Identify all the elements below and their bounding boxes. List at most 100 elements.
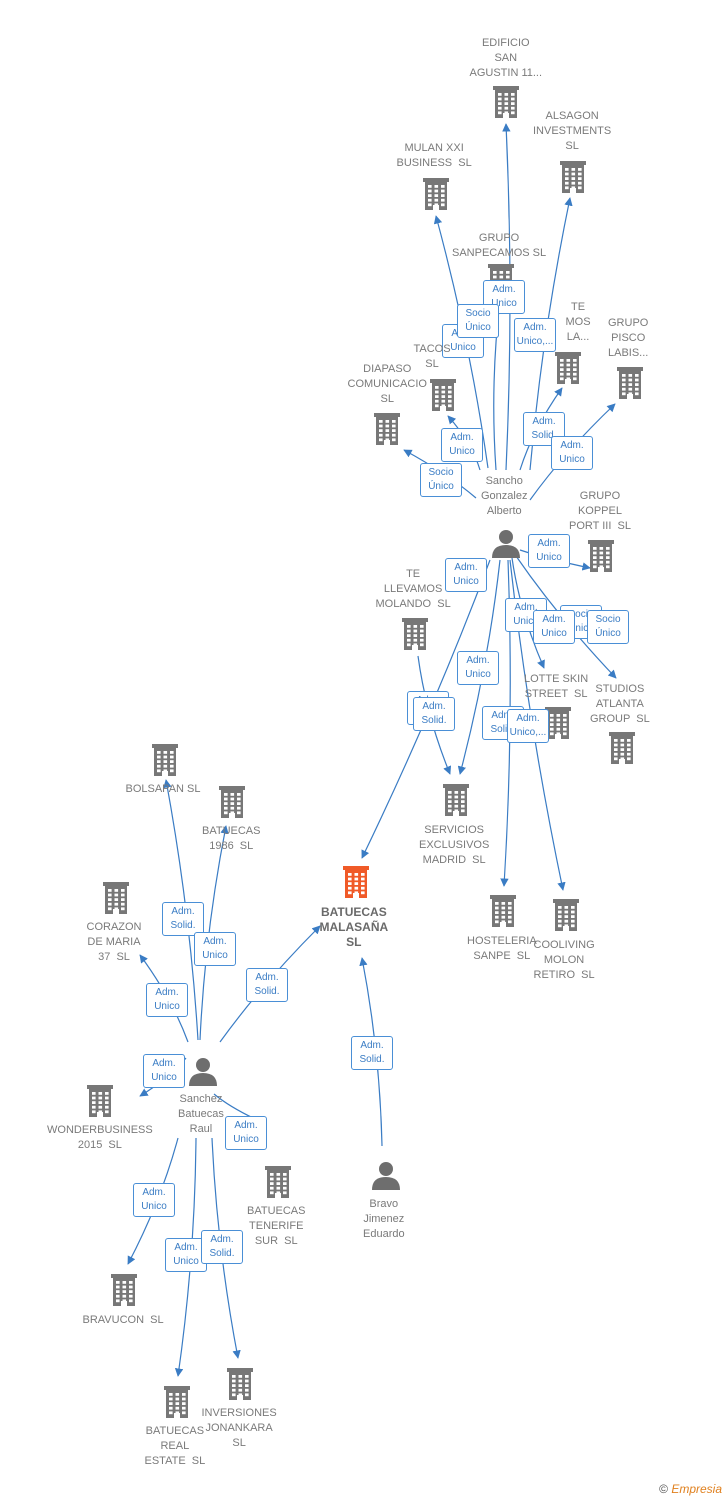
- building-icon[interactable]: [111, 1274, 137, 1306]
- node-lotte[interactable]: LOTTE SKIN STREET SL: [524, 672, 588, 702]
- brand-logo[interactable]: Empresia: [671, 1482, 722, 1496]
- node-label: TACOS SL: [413, 343, 451, 370]
- node-label: HOSTELERIA SANPE SL: [467, 935, 537, 962]
- node-mulan[interactable]: MULAN XXI BUSINESS SL: [397, 141, 472, 171]
- node-label: GRUPO PISCO LABIS...: [608, 317, 649, 359]
- person-icon[interactable]: [372, 1162, 400, 1190]
- role-badge-sanchez-bolsapan[interactable]: Adm. Solid.: [162, 902, 204, 936]
- building-icon[interactable]: [443, 784, 469, 816]
- building-icon[interactable]: [402, 618, 428, 650]
- node-label: ALSAGON INVESTMENTS SL: [533, 110, 612, 152]
- node-telamos[interactable]: TE MOS LA...: [566, 300, 591, 345]
- node-tacos[interactable]: TACOS SL: [414, 342, 451, 372]
- building-icon[interactable]: [227, 1368, 253, 1400]
- node-pisco[interactable]: GRUPO PISCO LABIS...: [608, 316, 648, 361]
- building-icon[interactable]: [609, 732, 635, 764]
- node-diapaso[interactable]: DIAPASO COMUNICACIO SL: [348, 362, 427, 407]
- building-icon[interactable]: [164, 1386, 190, 1418]
- building-icon[interactable]: [103, 882, 129, 914]
- person-icon[interactable]: [492, 530, 520, 558]
- node-sancho[interactable]: Sancho Gonzalez Alberto: [481, 474, 527, 519]
- node-label: BATUECAS MALASAÑA SL: [319, 905, 389, 949]
- node-cooliving[interactable]: COOLIVING MOLON RETIRO SL: [534, 938, 595, 983]
- node-label: MULAN XXI BUSINESS SL: [396, 142, 472, 169]
- node-edificio[interactable]: EDIFICIO SAN AGUSTIN 11...: [470, 36, 543, 81]
- node-tellevamos[interactable]: TE LLEVAMOS MOLANDO SL: [376, 567, 451, 612]
- building-icon[interactable]: [490, 895, 516, 927]
- building-icon[interactable]: [219, 786, 245, 818]
- node-label: INVERSIONES JONANKARA SL: [201, 1407, 277, 1449]
- node-sanchez[interactable]: Sanchez Batuecas Raul: [178, 1092, 224, 1137]
- node-label: WONDERBUSINESS 2015 SL: [47, 1124, 153, 1151]
- building-icon[interactable]: [152, 744, 178, 776]
- node-label: BATUECAS TENERIFE SUR SL: [247, 1205, 306, 1247]
- node-label: DIAPASO COMUNICACIO SL: [347, 363, 427, 405]
- node-label: Sancho Gonzalez Alberto: [481, 475, 528, 517]
- node-label: BATUECAS 1986 SL: [202, 825, 261, 852]
- role-badge-sancho-servicios[interactable]: Adm. Unico: [457, 651, 499, 685]
- node-bravucon[interactable]: BRAVUCON SL: [83, 1313, 164, 1328]
- node-corazon[interactable]: CORAZON DE MARIA 37 SL: [87, 920, 142, 965]
- node-koppel[interactable]: GRUPO KOPPEL PORT III SL: [569, 489, 631, 534]
- role-badge-sanchez-wonder[interactable]: Adm. Unico: [143, 1054, 185, 1088]
- node-bravo[interactable]: Bravo Jimenez Eduardo: [363, 1197, 405, 1242]
- role-badge-overlap[interactable]: Adm. Solid.: [413, 697, 455, 731]
- building-icon[interactable]: [423, 178, 449, 210]
- node-sanpecamos[interactable]: GRUPO SANPECAMOS SL: [452, 231, 546, 261]
- node-label: GRUPO KOPPEL PORT III SL: [569, 490, 631, 532]
- role-badge-sanchez-batuecas_malasana[interactable]: Adm. Solid.: [246, 968, 288, 1002]
- building-icon[interactable]: [555, 352, 581, 384]
- role-badge-sanchez-tenerife[interactable]: Adm. Unico: [225, 1116, 267, 1150]
- node-label: Bravo Jimenez Eduardo: [363, 1198, 405, 1240]
- node-label: BRAVUCON SL: [82, 1314, 164, 1326]
- node-tenerife[interactable]: BATUECAS TENERIFE SUR SL: [247, 1204, 305, 1249]
- footer-credit: © Empresia: [659, 1482, 722, 1496]
- building-icon[interactable]: [588, 540, 614, 572]
- role-badge-sancho-tacos[interactable]: Adm. Unico: [441, 428, 483, 462]
- node-label: LOTTE SKIN STREET SL: [524, 673, 589, 700]
- node-bolsapan[interactable]: BOLSAPAN SL: [126, 782, 201, 797]
- role-badge-sanchez-bravucon[interactable]: Adm. Unico: [133, 1183, 175, 1217]
- role-badge-sancho-cooliving[interactable]: Adm. Unico,...: [507, 709, 549, 743]
- role-badge-sancho-koppel[interactable]: Adm. Unico: [528, 534, 570, 568]
- role-badge-bravo-batuecas_malasana[interactable]: Adm. Solid.: [351, 1036, 393, 1070]
- node-label: SERVICIOS EXCLUSIVOS MADRID SL: [419, 824, 490, 866]
- node-label: STUDIOS ATLANTA GROUP SL: [590, 683, 650, 725]
- node-batuecas1986[interactable]: BATUECAS 1986 SL: [202, 824, 260, 854]
- role-badge-sanchez-jonankara[interactable]: Adm. Solid.: [201, 1230, 243, 1264]
- building-icon[interactable]: [87, 1085, 113, 1117]
- focus-building-icon[interactable]: [343, 866, 369, 898]
- node-label: CORAZON DE MARIA 37 SL: [86, 921, 142, 963]
- node-batuecas-malasana[interactable]: BATUECAS MALASAÑA SL: [320, 905, 389, 950]
- copyright-symbol: ©: [659, 1482, 668, 1496]
- building-icon[interactable]: [617, 367, 643, 399]
- role-badge-sanchez-corazon[interactable]: Adm. Unico: [146, 983, 188, 1017]
- building-icon[interactable]: [553, 899, 579, 931]
- node-hosteleria[interactable]: HOSTELERIA SANPE SL: [467, 934, 537, 964]
- node-alsagon[interactable]: ALSAGON INVESTMENTS SL: [533, 109, 611, 154]
- building-icon[interactable]: [493, 86, 519, 118]
- node-servicios[interactable]: SERVICIOS EXCLUSIVOS MADRID SL: [419, 823, 489, 868]
- node-realestate[interactable]: BATUECAS REAL ESTATE SL: [145, 1424, 206, 1469]
- person-icon[interactable]: [189, 1058, 217, 1086]
- role-badge-sancho-diapaso[interactable]: Socio Único: [420, 463, 462, 497]
- node-label: TE LLEVAMOS MOLANDO SL: [375, 568, 451, 610]
- building-icon[interactable]: [265, 1166, 291, 1198]
- node-label: GRUPO SANPECAMOS SL: [452, 232, 547, 259]
- role-badge-overlap[interactable]: Adm. Unico: [533, 610, 575, 644]
- node-wonder[interactable]: WONDERBUSINESS 2015 SL: [47, 1123, 153, 1153]
- building-icon[interactable]: [374, 413, 400, 445]
- node-jonankara[interactable]: INVERSIONES JONANKARA SL: [202, 1406, 277, 1451]
- node-studios[interactable]: STUDIOS ATLANTA GROUP SL: [590, 682, 650, 727]
- role-badge-sanchez-batuecas1986[interactable]: Adm. Unico: [194, 932, 236, 966]
- building-icon[interactable]: [545, 707, 571, 739]
- role-badge-sancho-pisco[interactable]: Adm. Unico: [551, 436, 593, 470]
- role-badge-overlap[interactable]: Socio Único: [587, 610, 629, 644]
- building-icon[interactable]: [430, 379, 456, 411]
- role-badge-sancho-alsagon[interactable]: Adm. Unico,...: [514, 318, 556, 352]
- role-badge-sancho-batuecas_malasana[interactable]: Adm. Unico: [445, 558, 487, 592]
- building-icon[interactable]: [560, 161, 586, 193]
- role-badge-overlap[interactable]: Socio Único: [457, 304, 499, 338]
- node-label: BATUECAS REAL ESTATE SL: [144, 1425, 206, 1467]
